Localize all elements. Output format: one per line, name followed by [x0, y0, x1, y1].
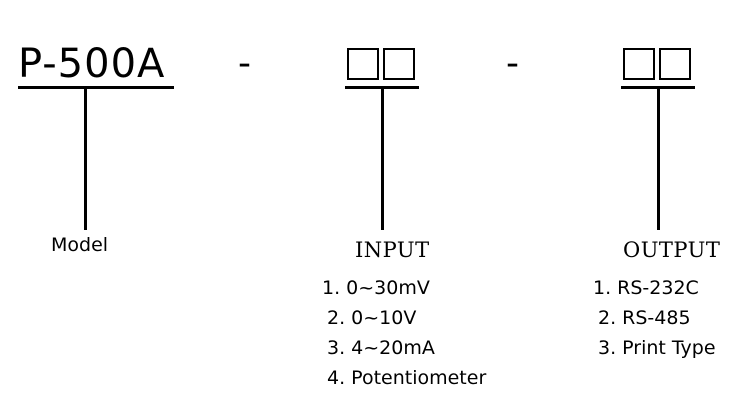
input-option: 1. 0~30mV: [322, 277, 430, 299]
separator-1: -: [238, 43, 251, 84]
input-connector-line: [381, 88, 384, 230]
output-option: 2. RS-485: [598, 307, 691, 329]
input-option: 2. 0~10V: [327, 307, 417, 329]
input-code-box-1: [347, 48, 379, 80]
output-option: 1. RS-232C: [593, 277, 699, 299]
separator-2: -: [506, 43, 519, 84]
output-code-box-2: [659, 48, 691, 80]
input-option: 3. 4~20mA: [327, 337, 435, 359]
output-connector-line: [657, 88, 660, 230]
output-label: OUTPUT: [623, 238, 721, 262]
output-code-box-1: [623, 48, 655, 80]
output-options-list: 1. RS-232C 2. RS-485 3. Print Type: [593, 273, 716, 363]
model-code: P-500A: [18, 41, 166, 87]
model-code-underline: [18, 86, 174, 89]
input-code-underline: [345, 86, 419, 89]
input-options-list: 1. 0~30mV 2. 0~10V 3. 4~20mA 4. Potentio…: [322, 273, 486, 393]
input-label: INPUT: [355, 238, 430, 262]
output-option: 3. Print Type: [598, 337, 716, 359]
output-code-underline: [621, 86, 695, 89]
input-code-box-2: [383, 48, 415, 80]
output-code-boxes: [623, 48, 691, 80]
input-option: 4. Potentiometer: [327, 367, 487, 389]
input-code-boxes: [347, 48, 415, 80]
model-label: Model: [51, 234, 109, 256]
model-connector-line: [84, 88, 87, 230]
